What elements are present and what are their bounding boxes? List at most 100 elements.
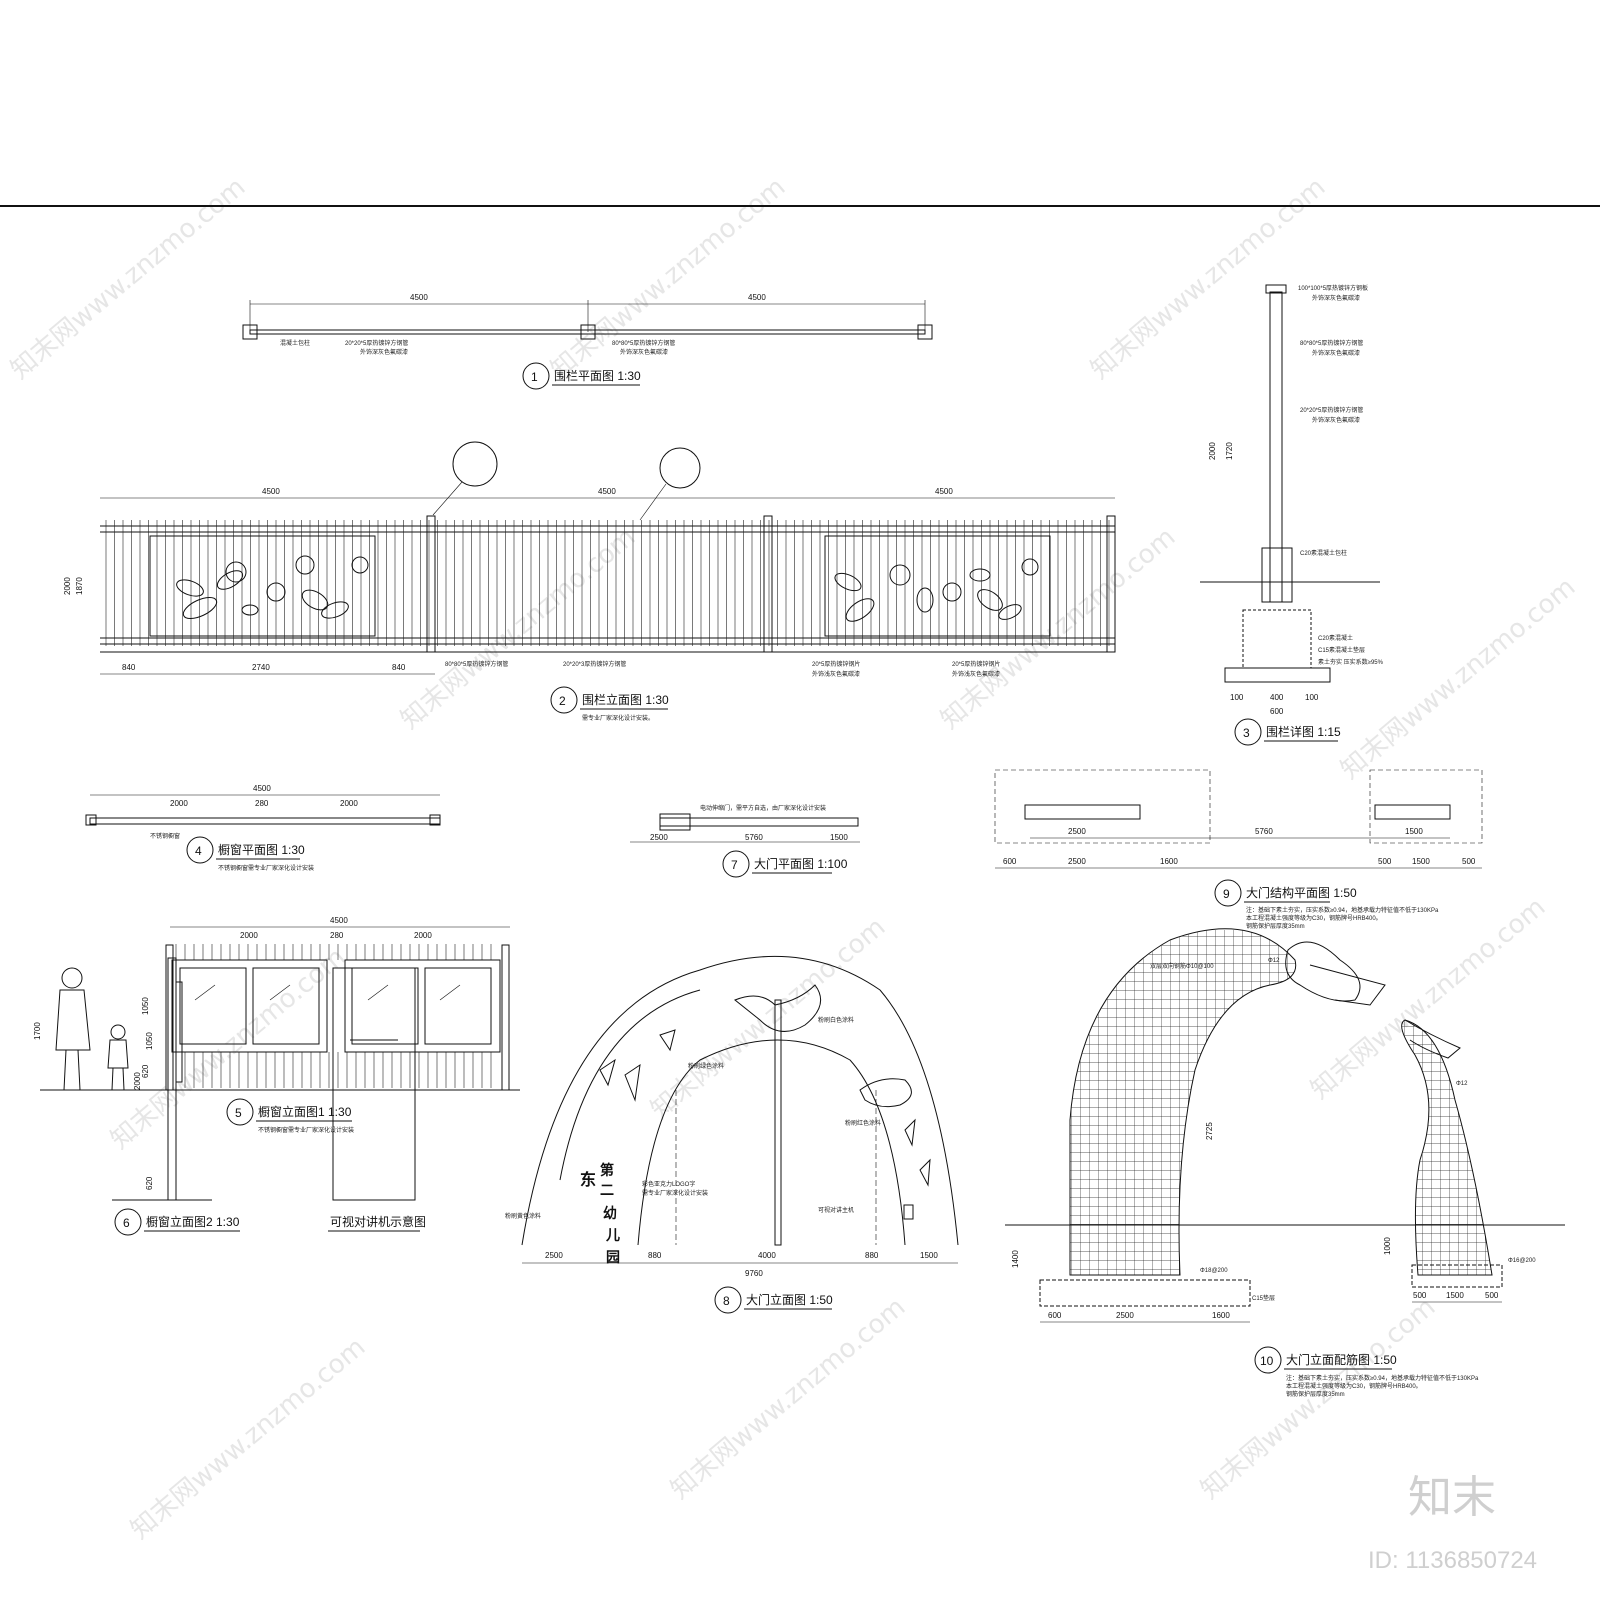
logo-char: 东	[580, 1170, 596, 1189]
triangle-ornament	[904, 1118, 916, 1147]
material-label: 双层双向钢筋Φ10@100	[1150, 962, 1214, 970]
dimension-value: 2000	[170, 799, 188, 808]
footing-base	[1224, 667, 1331, 683]
material-label: 可视对讲主机	[818, 1206, 854, 1214]
view-title: 大门立面图 1:50	[746, 1292, 833, 1307]
rebar-grid-big	[1070, 930, 1296, 1275]
leader-line	[432, 481, 463, 516]
post-plan	[242, 324, 258, 340]
view-number-badge	[550, 686, 578, 714]
material-label: 粉刷白色涂料	[818, 1016, 854, 1024]
leaf-shape	[969, 568, 991, 582]
leg-line	[77, 1049, 81, 1091]
view-title: 橱窗平面图 1:30	[218, 843, 305, 857]
dimension-value: 1500	[1405, 827, 1423, 836]
intercom-diagram: 可视对讲机示意图	[328, 967, 426, 1232]
dimension-value: 1500	[830, 833, 848, 842]
logo-char: 园	[606, 1250, 620, 1266]
triangle-ornament	[659, 1029, 676, 1052]
dimension-value: 2500	[545, 1251, 563, 1260]
view-number-badge	[114, 1208, 142, 1236]
flower-shape	[1021, 558, 1039, 576]
glass-pane	[179, 967, 247, 1045]
dimension-value: 2500	[1116, 1311, 1134, 1320]
dimension-value: 5760	[745, 833, 763, 842]
head-shape	[110, 1024, 126, 1040]
glass-reflection	[269, 984, 291, 1001]
dimension-value: 1050	[145, 1032, 154, 1050]
view-window-elevation-1: 1700 4500 2000 280 2000 1050 620 5 橱窗立面图…	[33, 916, 520, 1134]
post-plan	[917, 324, 933, 340]
dimension-value: 1700	[33, 1022, 42, 1040]
brand-logo: 知末	[1408, 1472, 1496, 1523]
note-text: 不锈钢橱窗需专业厂家深化设计安装	[258, 1126, 354, 1134]
scale-figure-adult	[55, 967, 91, 1091]
material-label: Φ18@200	[1200, 1268, 1228, 1274]
gate-pole	[774, 999, 782, 1246]
window-plan-bar	[89, 817, 441, 825]
material-label: Φ12	[1456, 1081, 1468, 1087]
note-text: 钢筋保护层厚度35mm	[1246, 922, 1305, 930]
view-number: 9	[1223, 887, 1230, 901]
dimension-value: 1000	[1383, 1237, 1392, 1255]
view-fence-detail: 2000 1720 100 400 100 600 100*100*5厚热镀锌方…	[1200, 284, 1384, 746]
note-text: 注：基础下素土夯实，压实系数≥0.94，地基承载力特征值不低于130KPa	[1246, 906, 1439, 914]
dimension-value: 4500	[330, 916, 348, 925]
material-label: 80*80*5厚热镀锌方钢管	[612, 339, 675, 347]
intercom-panel	[332, 967, 416, 1201]
dimension-value: 100	[1230, 693, 1244, 702]
view-number: 3	[1243, 726, 1250, 740]
leader-line	[639, 483, 667, 521]
logo-char: 幼	[603, 1205, 617, 1222]
view-gate-reinforcement: 2725 1400 1000 600 2500 1600 500 1500 50…	[1005, 928, 1565, 1398]
view-number-badge	[522, 362, 550, 390]
dimension-value: 1500	[920, 1251, 938, 1260]
view-number-badge	[714, 1286, 742, 1314]
dimension-value: 280	[255, 799, 269, 808]
material-label: 20*20*3厚热镀锌方钢管	[563, 660, 626, 668]
fence-post	[1106, 515, 1116, 653]
view-number-badge	[1214, 879, 1242, 907]
note-text: 本工程混凝土强度等级为C30，钢筋牌号HRB400。	[1246, 914, 1382, 922]
material-label: 彩色亚克力LOGO字	[642, 1180, 695, 1188]
dimension-value: 4500	[253, 784, 271, 793]
concrete-collar	[1261, 547, 1293, 603]
leaf-shape	[916, 587, 934, 613]
flower-shape	[295, 555, 315, 575]
bird-shape	[734, 984, 822, 1032]
dimension-value: 500	[1485, 1291, 1499, 1300]
brand-mark: 知末 ID: 1136850724	[1368, 1472, 1537, 1574]
footing-plan	[1024, 804, 1141, 820]
leaf-shape	[241, 604, 259, 616]
material-label: 外饰深灰色氟碳漆	[1312, 416, 1360, 424]
view-title: 围栏详图 1:15	[1266, 724, 1341, 739]
dimension-value: 840	[122, 663, 136, 672]
rebar-grid-small	[1401, 1020, 1492, 1275]
scale-figure-child	[107, 1024, 129, 1091]
dimension-value: 4500	[262, 487, 280, 496]
post-cap	[1265, 284, 1287, 294]
view-number: 4	[195, 844, 202, 858]
dimension-value: 4500	[410, 293, 428, 302]
view-number-badge	[226, 1098, 254, 1126]
dimension-value: 1720	[1225, 442, 1234, 460]
footing-plan	[1374, 804, 1451, 820]
dimension-value: 100	[1305, 693, 1319, 702]
view-title: 围栏立面图 1:30	[582, 692, 669, 707]
view-number-badge	[1254, 1346, 1282, 1374]
window-side	[175, 981, 183, 1083]
post-plan	[85, 814, 97, 826]
material-label: 20*20*5厚热镀锌方钢管	[1300, 406, 1363, 414]
dimension-value: 1870	[75, 577, 84, 595]
material-label: 20*5厚热镀锌钢片	[812, 660, 860, 668]
material-label: 电动伸缩门，需平方自选，由厂家深化设计安装	[700, 804, 826, 812]
dimension-value: 2500	[1068, 857, 1086, 866]
triangle-ornament	[624, 1063, 641, 1102]
view-fence-plan: 4500 4500 20*20*5厚热镀锌方钢管 外饰深灰色氟碳漆 80*80*…	[242, 293, 933, 390]
view-fence-elevation: 4500 4500 4500	[63, 441, 1116, 722]
glass-pane	[351, 967, 419, 1045]
logo-char: 第	[600, 1162, 614, 1179]
glass-reflection	[194, 984, 216, 1001]
view-title: 大门平面图 1:100	[754, 856, 848, 871]
glass-reflection	[367, 984, 389, 1001]
